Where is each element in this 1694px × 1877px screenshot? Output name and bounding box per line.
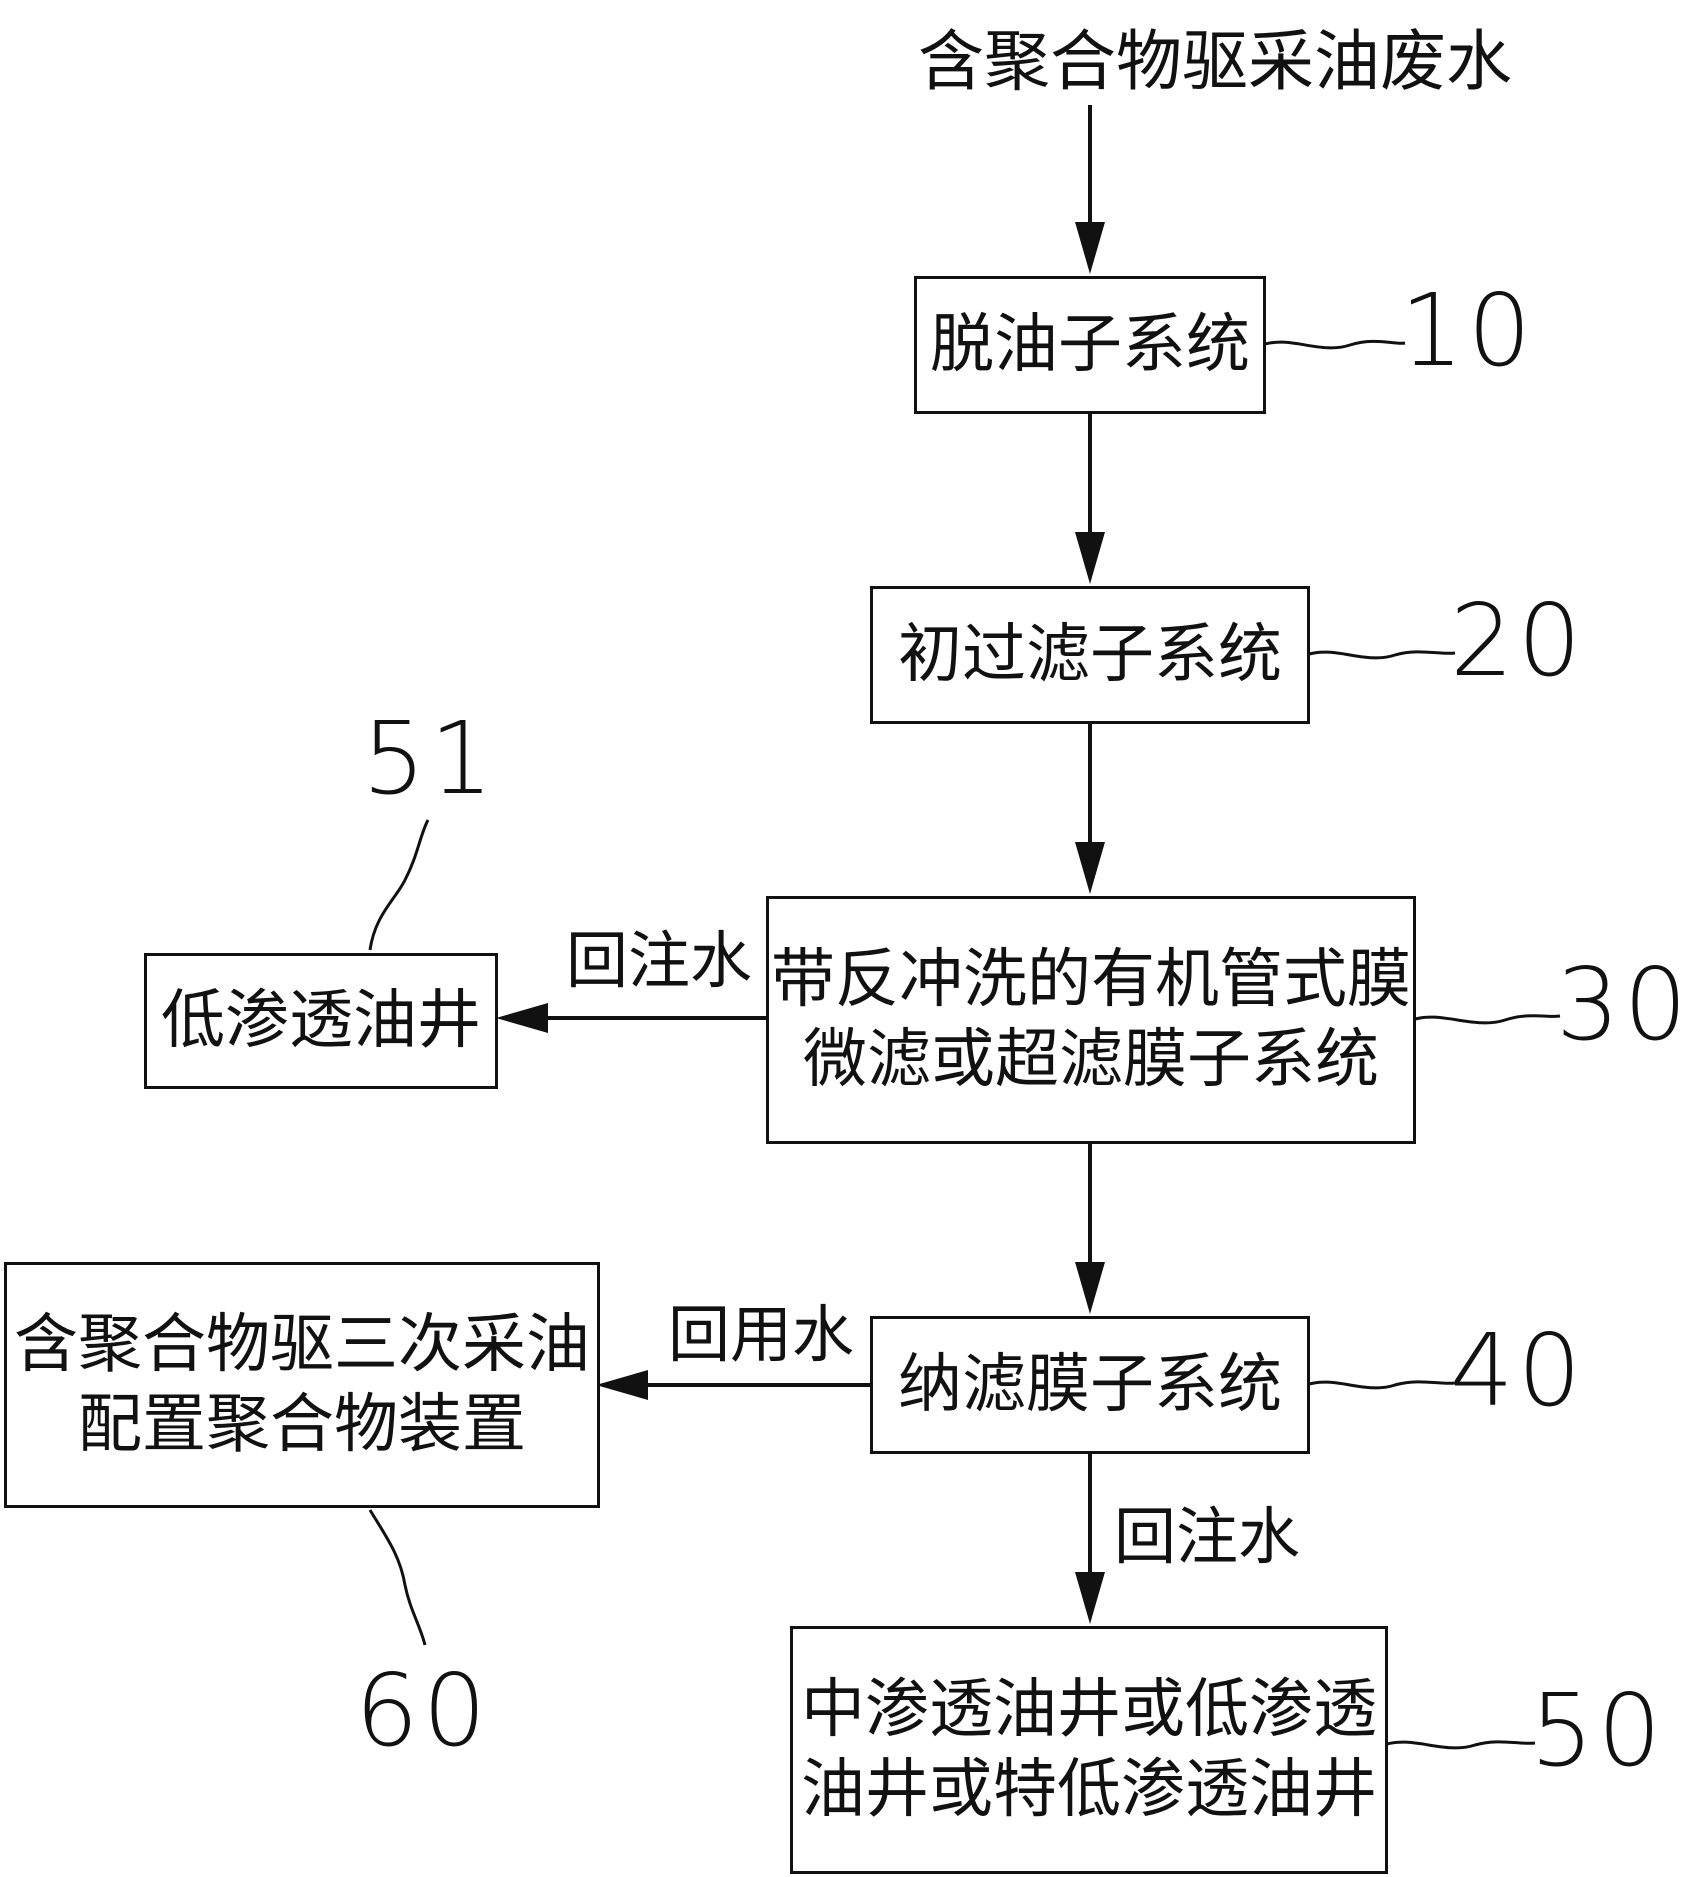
box-wells-line2: 油井或特低渗透油井 — [801, 1753, 1377, 1827]
box-nano-subsystem: 纳滤膜子系统 — [870, 1316, 1310, 1454]
box-prefilter-subsystem: 初过滤子系统 — [870, 586, 1310, 724]
ref-50: 50 — [1530, 1672, 1666, 1789]
edge-label-reuse: 回用水 — [668, 1298, 855, 1371]
ref-20: 20 — [1450, 582, 1586, 699]
box-low-well-label: 低渗透油井 — [161, 984, 481, 1058]
ref-60: 60 — [355, 1652, 491, 1769]
leader-50 — [1383, 1740, 1536, 1750]
edge-label-reinject-bottom: 回注水 — [1114, 1500, 1301, 1573]
box-nano-label: 纳滤膜子系统 — [898, 1348, 1282, 1422]
leader-30 — [1411, 1014, 1561, 1025]
box-deoil-label: 脱油子系统 — [930, 308, 1250, 382]
leader-40 — [1305, 1380, 1456, 1390]
ref-30: 30 — [1556, 946, 1692, 1063]
arrow-40-to-60 — [596, 1370, 870, 1400]
box-oil-wells: 中渗透油井或低渗透 油井或特低渗透油井 — [790, 1626, 1388, 1874]
arrow-10-to-20 — [1075, 414, 1105, 584]
ref-10: 10 — [1400, 272, 1536, 389]
box-membrane-line2: 微滤或超滤膜子系统 — [803, 1023, 1379, 1097]
arrow-30-to-40 — [1075, 1144, 1105, 1314]
box-polymer-device: 含聚合物驱三次采油 配置聚合物装置 — [4, 1262, 600, 1508]
box-membrane-subsystem: 带反冲洗的有机管式膜 微滤或超滤膜子系统 — [766, 896, 1416, 1144]
edge-label-reinject-top: 回注水 — [566, 924, 753, 997]
leader-51 — [368, 819, 430, 951]
arrow-20-to-30 — [1075, 724, 1105, 894]
ref-51: 51 — [362, 700, 498, 817]
box-low-permeability-well: 低渗透油井 — [144, 953, 498, 1089]
leader-10 — [1261, 339, 1406, 350]
ref-40: 40 — [1450, 1312, 1586, 1429]
source-title: 含聚合物驱采油废水 — [918, 23, 1512, 100]
box-membrane-line1: 带反冲洗的有机管式膜 — [771, 943, 1411, 1017]
box-wells-line1: 中渗透油井或低渗透 — [801, 1673, 1377, 1747]
arrow-40-to-50 — [1075, 1454, 1105, 1624]
arrow-30-to-51 — [496, 1003, 766, 1033]
leader-60 — [368, 1509, 427, 1646]
arrow-source-to-10 — [1075, 105, 1105, 274]
box-polymer-line1: 含聚合物驱三次采油 — [14, 1308, 590, 1382]
box-deoil-subsystem: 脱油子系统 — [914, 276, 1266, 414]
leader-20 — [1305, 650, 1456, 660]
box-polymer-line2: 配置聚合物装置 — [78, 1388, 526, 1462]
box-prefilter-label: 初过滤子系统 — [898, 618, 1282, 692]
